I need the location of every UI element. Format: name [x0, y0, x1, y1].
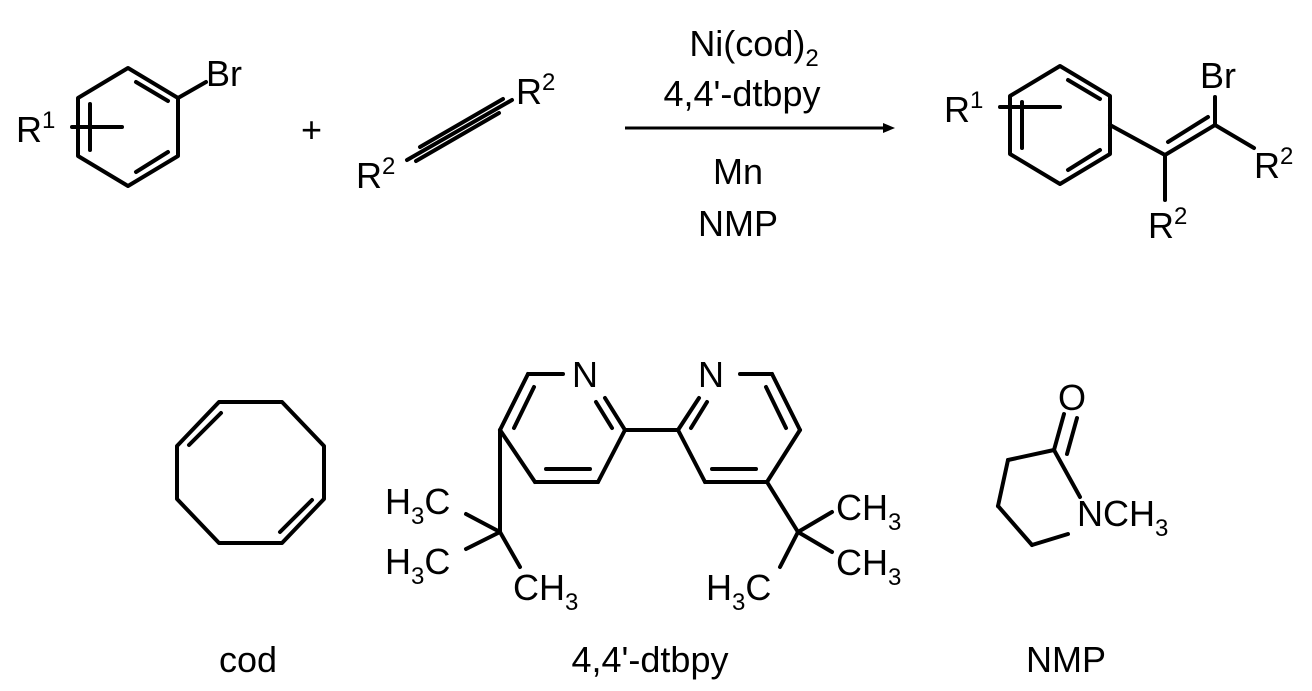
tbu-bond	[796, 510, 834, 534]
ring-bond	[1030, 532, 1070, 547]
benzene-ring	[1008, 64, 1112, 186]
plus-sign: +	[301, 109, 322, 150]
carbonyl-bond	[1065, 416, 1079, 456]
aryl-vinyl-bond	[1108, 123, 1167, 157]
ring-bond	[996, 504, 1034, 547]
ring-bond	[1052, 448, 1082, 499]
inner-double-bond	[1066, 148, 1102, 172]
dtbpy-caption: 4,4'-dtbpy	[572, 639, 729, 680]
n-atom-left: N	[572, 354, 598, 395]
triple-bond-lower	[414, 111, 501, 163]
solvent-label: NMP	[698, 203, 778, 244]
ring-bond	[676, 428, 707, 484]
dtbpy-structure: N N H3C H3C CH3 CH3 CH3 H3C 4,4'-dtbpy	[385, 354, 901, 680]
inner-double-bond	[764, 385, 788, 430]
c-br-bond	[176, 80, 208, 100]
r2-label-top: R2	[516, 69, 555, 112]
double-bond	[187, 411, 223, 447]
methyl-label: CH3	[836, 542, 901, 591]
triple-bond-center	[405, 98, 514, 162]
n-atom-right: N	[698, 354, 724, 395]
alkene-second-bond	[1166, 115, 1210, 144]
cod-structure: cod	[175, 400, 326, 680]
inner-double-bond	[689, 400, 709, 430]
alkyne: R2 R2	[356, 69, 555, 196]
inner-double-bond	[594, 400, 614, 430]
r1-label: R1	[16, 107, 55, 150]
r2-label-bottom: R2	[1148, 203, 1187, 246]
tbu-bond	[498, 530, 522, 569]
methyl-label: CH3	[836, 487, 901, 536]
bromine-label: Br	[1200, 55, 1236, 96]
tbu-bond	[464, 530, 502, 551]
n-methyl-label: NCH3	[1077, 493, 1168, 542]
nmp-caption: NMP	[1026, 639, 1106, 680]
ring-bond	[498, 428, 537, 484]
methyl-label: CH3	[513, 567, 578, 616]
ring-bond	[676, 396, 701, 432]
triple-bond-upper	[418, 97, 505, 149]
alkene-bond	[1163, 123, 1217, 157]
ring-bond	[1006, 448, 1056, 462]
tbu-bond	[778, 530, 800, 569]
catalyst-label: Ni(cod)2	[689, 23, 818, 72]
ring-bond	[498, 372, 530, 432]
inner-double-bond	[1066, 78, 1102, 101]
double-bond	[278, 498, 314, 534]
cod-caption: cod	[219, 639, 277, 680]
methyl-label: H3C	[385, 481, 450, 530]
ligand-label: 4,4'-dtbpy	[664, 73, 821, 114]
r2-label-right: R2	[1254, 143, 1293, 186]
bromine-label: Br	[206, 53, 242, 94]
ring-bond	[603, 396, 627, 432]
aryl-bromide: Br R1	[16, 53, 242, 188]
methyl-label: H3C	[706, 567, 771, 616]
ring-bond	[770, 372, 802, 432]
r2-label-bottom: R2	[356, 153, 395, 196]
oxygen-label: O	[1058, 377, 1086, 418]
methyl-label: H3C	[385, 541, 450, 590]
nmp-structure: O NCH3 NMP	[996, 377, 1168, 680]
carbonyl-bond	[1052, 412, 1066, 452]
inner-double-bond	[134, 80, 170, 103]
r1-label: R1	[944, 87, 983, 130]
c-r2-bond	[1213, 123, 1256, 150]
ring-bond	[765, 428, 802, 484]
inner-double-bond	[134, 150, 170, 174]
product: R1 Br R2 R2	[944, 55, 1293, 246]
tbu-bond	[464, 512, 502, 534]
cyclooctadiene-ring	[175, 400, 326, 545]
tbu-bond	[765, 480, 800, 534]
ring-bond	[596, 428, 627, 484]
reaction-arrow-group: Ni(cod)2 4,4'-dtbpy Mn NMP	[625, 23, 895, 244]
ring-bond	[996, 458, 1010, 508]
inner-double-bond	[512, 385, 536, 430]
tbu-bond	[796, 530, 834, 554]
reductant-label: Mn	[713, 151, 763, 192]
